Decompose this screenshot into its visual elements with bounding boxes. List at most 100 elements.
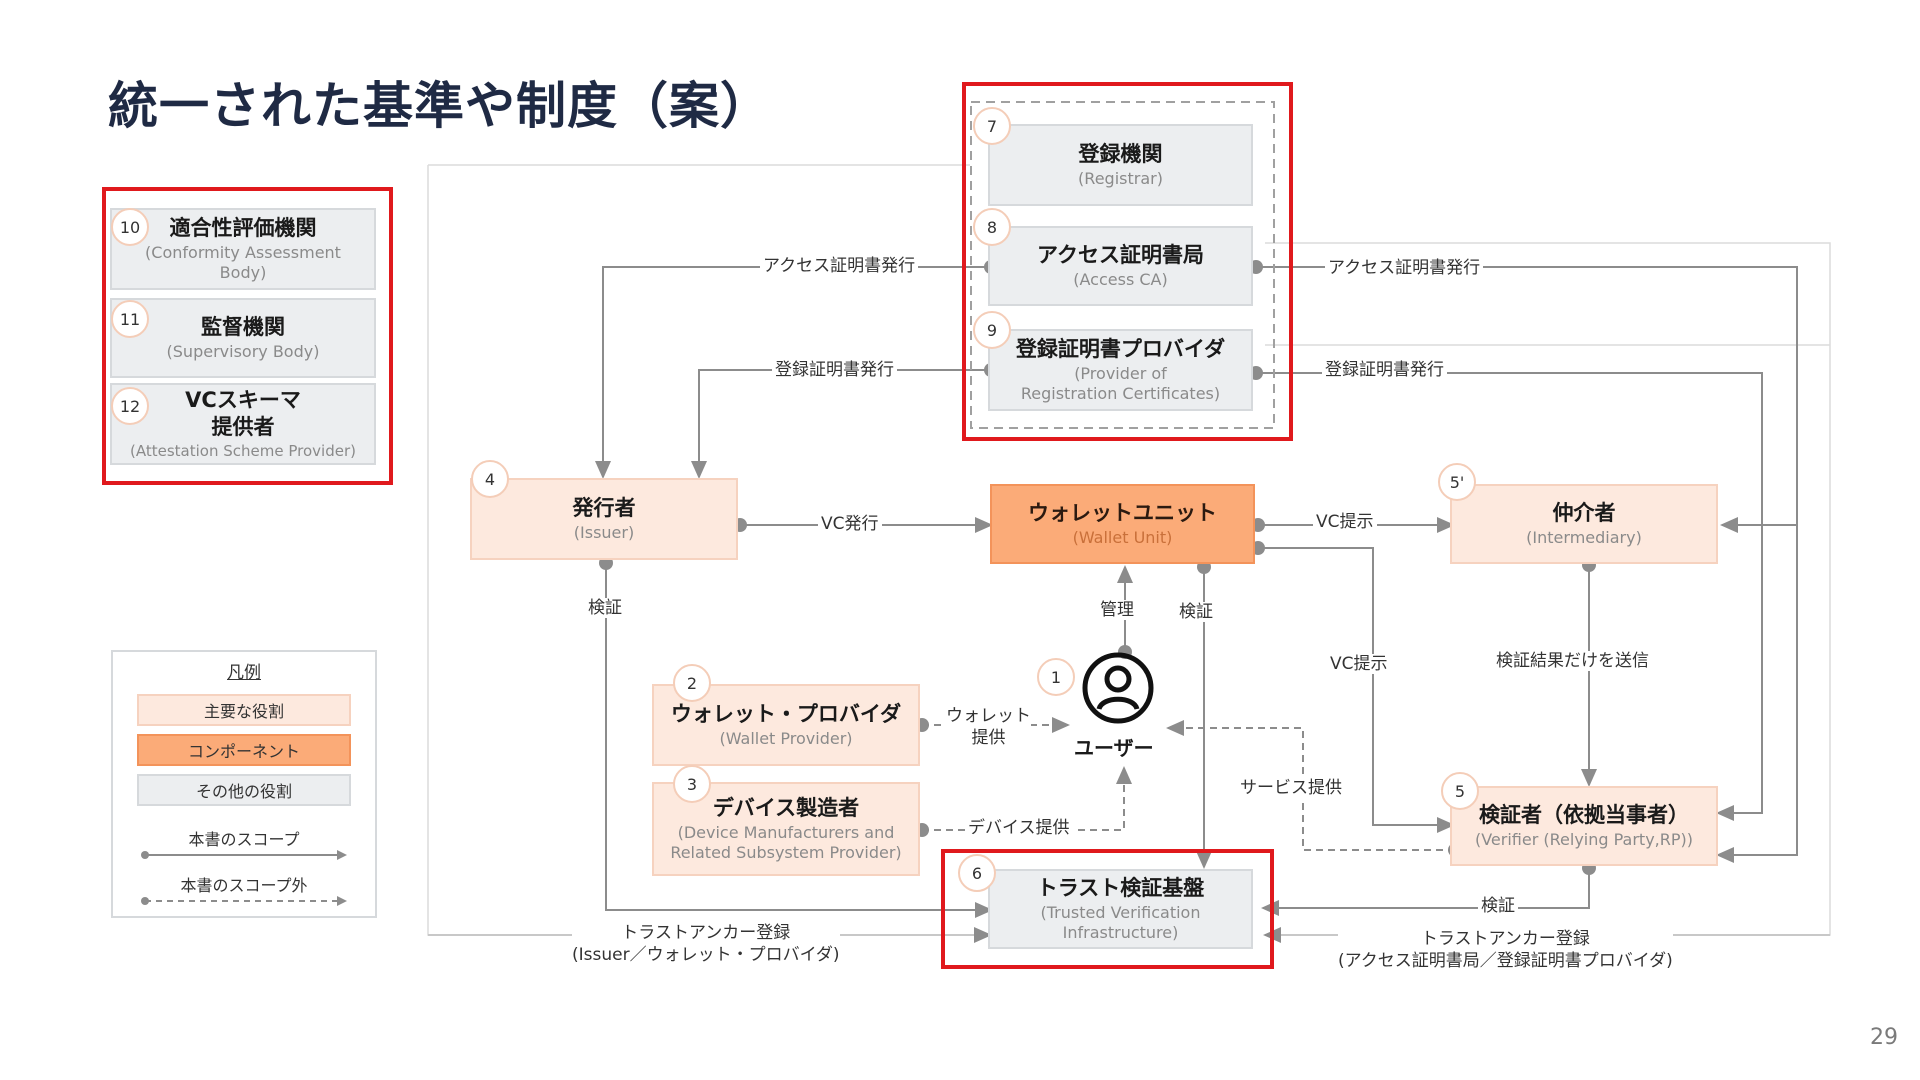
node-vc-scheme-jp1: VCスキーマ — [185, 388, 301, 413]
badge-registrar: 7 — [973, 107, 1011, 145]
label-trust-anchor-left-1: トラストアンカー登録 — [621, 923, 791, 943]
badge-verifier: 5 — [1441, 772, 1479, 810]
highlight-frame-6 — [941, 849, 1274, 969]
badge-vc-scheme: 12 — [111, 387, 149, 425]
node-issuer-jp: 発行者 — [572, 495, 636, 520]
node-verifier-en: (Verifier (Relying Party,RP)) — [1474, 830, 1693, 850]
node-trust-infra-jp: トラスト検証基盤 — [1036, 875, 1205, 900]
label-trust-anchor-right-2: (アクセス証明書局／登録証明書プロバイダ) — [1338, 951, 1673, 972]
legend-title: 凡例 — [227, 663, 261, 683]
node-wallet-unit: ウォレットユニット (Wallet Unit) — [990, 484, 1255, 564]
page-title: 統一された基準や制度（案） — [108, 77, 771, 135]
node-registrar-en: (Registrar) — [1078, 169, 1163, 189]
node-reg-cert-provider: 登録証明書プロバイダ (Provider of Registration Cer… — [988, 329, 1253, 411]
node-supervisory-en: (Supervisory Body) — [166, 342, 320, 362]
node-access-ca: アクセス証明書局 (Access CA) — [988, 226, 1253, 306]
label-wallet-provide-2: 提供 — [971, 728, 1006, 749]
node-vc-scheme-en: (Attestation Scheme Provider) — [130, 441, 356, 460]
label-device-provide: デバイス提供 — [965, 818, 1073, 839]
badge-issuer: 4 — [471, 460, 509, 498]
badge-supervisory: 11 — [111, 300, 149, 338]
highlight-frame-7-9 — [962, 82, 1293, 441]
edge-reg-cert-left — [691, 363, 998, 479]
node-device-manufacturer-en2: Related Subsystem Provider) — [670, 843, 902, 863]
node-issuer-en: (Issuer) — [573, 523, 635, 543]
label-issuer-verify: 検証 — [585, 598, 625, 619]
node-wallet-unit-en: (Wallet Unit) — [1072, 528, 1173, 548]
label-wallet-provide-1: ウォレット — [946, 706, 1031, 726]
node-trust-infra: トラスト検証基盤 (Trusted Verification Infrastru… — [988, 869, 1253, 949]
label-wallet-verify: 検証 — [1176, 602, 1216, 623]
label-trust-anchor-left-2: (Issuer／ウォレット・プロバイダ) — [572, 945, 840, 966]
node-wallet-provider-jp: ウォレット・プロバイダ — [670, 701, 902, 726]
badge-wallet-provider: 2 — [673, 664, 711, 702]
node-access-ca-jp: アクセス証明書局 — [1037, 242, 1204, 267]
label-vc-present-2: VC提示 — [1327, 654, 1391, 675]
node-supervisory: 監督機関 (Supervisory Body) — [110, 298, 376, 378]
node-reg-cert-provider-en1: (Provider of — [1074, 364, 1167, 384]
edge-verifier-verify — [1261, 861, 1596, 916]
edge-issuer-verify — [599, 556, 993, 918]
badge-reg-cert-provider: 9 — [973, 311, 1011, 349]
legend: 凡例 主要な役割 コンポーネント その他の役割 本書のスコープ 本書のスコープ外 — [111, 650, 377, 918]
label-vc-present-1: VC提示 — [1313, 512, 1377, 533]
node-vc-scheme: VCスキーマ 提供者 (Attestation Scheme Provider) — [110, 383, 376, 465]
node-access-ca-en: (Access CA) — [1073, 270, 1168, 290]
badge-trust-infra: 6 — [958, 854, 996, 892]
label-trust-anchor-right-1: トラストアンカー登録 — [1420, 929, 1590, 949]
badge-device-manufacturer: 3 — [673, 765, 711, 803]
node-intermediary: 仲介者 (Intermediary) — [1450, 484, 1718, 564]
node-device-manufacturer-en1: (Device Manufacturers and — [677, 823, 895, 843]
node-conformity-jp: 適合性評価機関 — [169, 215, 317, 240]
label-wallet-provide: ウォレット 提供 — [946, 705, 1031, 750]
node-trust-infra-en1: (Trusted Verification — [1040, 903, 1201, 923]
label-access-cert-right: アクセス証明書発行 — [1325, 258, 1484, 279]
page-number: 29 — [1870, 1025, 1898, 1050]
node-registrar: 登録機関 (Registrar) — [988, 124, 1253, 206]
label-vc-issue: VC発行 — [818, 514, 882, 535]
badge-access-ca: 8 — [973, 208, 1011, 246]
node-device-manufacturer-jp: デバイス製造者 — [712, 795, 860, 820]
label-service-provide: サービス提供 — [1237, 778, 1345, 799]
badge-conformity: 10 — [111, 208, 149, 246]
node-issuer: 発行者 (Issuer) — [470, 478, 738, 560]
node-verifier: 検証者（依拠当事者） (Verifier (Relying Party,RP)) — [1450, 786, 1718, 866]
node-supervisory-jp: 監督機関 — [201, 314, 285, 339]
legend-out-scope-line — [141, 896, 347, 906]
highlight-frame-10-12 — [102, 187, 393, 485]
label-verify-result: 検証結果だけを送信 — [1493, 651, 1652, 672]
node-trust-infra-en2: Infrastructure) — [1062, 923, 1179, 943]
node-wallet-unit-jp: ウォレットユニット — [1028, 500, 1217, 525]
badge-user: 1 — [1037, 658, 1075, 696]
node-conformity-en1: (Conformity Assessment — [145, 243, 341, 263]
legend-in-scope-label: 本書のスコープ — [188, 830, 300, 849]
edge-service-provide — [1166, 720, 1462, 857]
label-reg-cert-left: 登録証明書発行 — [772, 360, 897, 381]
node-conformity: 適合性評価機関 (Conformity Assessment Body) — [110, 208, 376, 290]
label-verifier-verify: 検証 — [1478, 896, 1518, 917]
legend-out-scope-label: 本書のスコープ外 — [180, 876, 308, 895]
label-manage: 管理 — [1097, 600, 1137, 621]
node-conformity-en2: Body) — [219, 263, 267, 283]
label-trust-anchor-left: トラストアンカー登録 (Issuer／ウォレット・プロバイダ) — [572, 922, 840, 967]
label-reg-cert-right: 登録証明書発行 — [1322, 360, 1447, 381]
user-icon — [1082, 652, 1154, 724]
legend-other: その他の役割 — [137, 774, 351, 806]
node-reg-cert-provider-jp: 登録証明書プロバイダ — [1015, 336, 1226, 361]
node-vc-scheme-jp2: 提供者 — [211, 414, 275, 439]
label-access-cert-left: アクセス証明書発行 — [760, 256, 919, 277]
node-intermediary-jp: 仲介者 — [1552, 500, 1616, 525]
node-intermediary-en: (Intermediary) — [1526, 528, 1642, 548]
legend-component: コンポーネント — [137, 734, 351, 766]
scope-dashed-7-9 — [970, 101, 1275, 429]
edge-access-cert-right — [1249, 260, 1798, 863]
label-trust-anchor-right: トラストアンカー登録 (アクセス証明書局／登録証明書プロバイダ) — [1338, 928, 1673, 973]
node-reg-cert-provider-en2: Registration Certificates) — [1020, 384, 1221, 404]
legend-in-scope-line — [141, 850, 347, 860]
node-wallet-provider-en: (Wallet Provider) — [719, 729, 853, 749]
edge-device-provide — [915, 766, 1132, 837]
badge-intermediary: 5' — [1438, 463, 1476, 501]
node-registrar-jp: 登録機関 — [1078, 141, 1163, 166]
user-label: ユーザー — [1074, 736, 1154, 760]
